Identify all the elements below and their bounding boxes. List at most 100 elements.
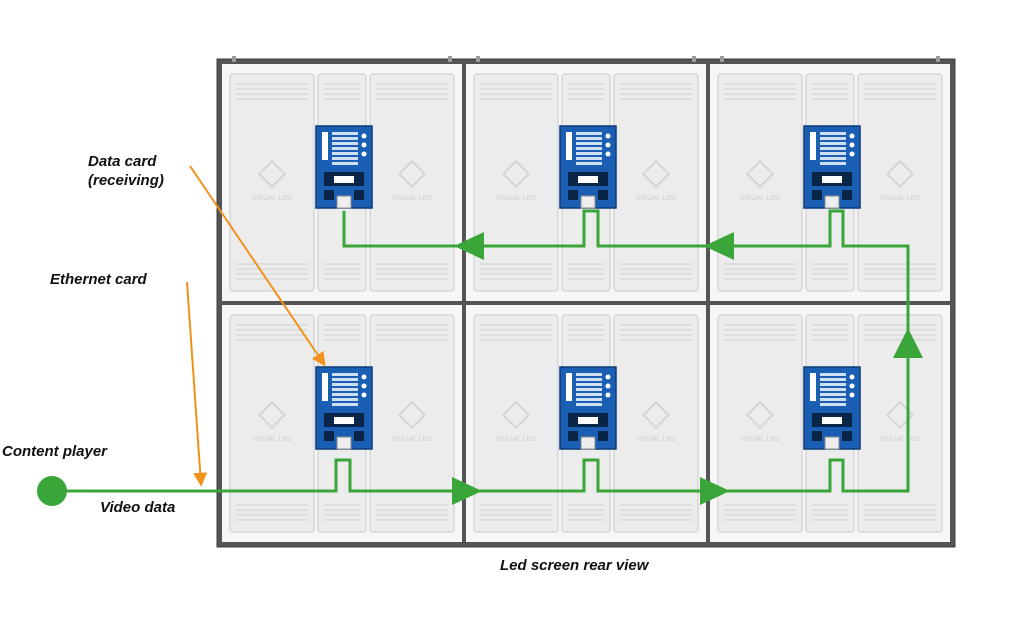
cabinet-section [229,73,315,292]
card-pin-row [332,393,358,396]
card-port [598,190,608,200]
video-data-flow [37,209,923,506]
cabinet-section [229,314,315,533]
cabinet-section [473,314,559,533]
watermark-text: VISUAL LED [740,436,780,443]
watermark-logo-icon [885,400,915,430]
watermark-text: VISUAL LED [252,436,292,443]
watermark-text: VISUAL LED [636,195,676,202]
card-led-icon [849,151,855,157]
card-pin-row [820,393,846,396]
card-pin-row [820,132,846,135]
ethernet-port-icon [824,436,840,450]
mount-bolt [936,56,940,62]
cabinet-section [717,73,803,292]
content-player-dot-icon [37,476,67,506]
card-pin-row [576,152,602,155]
card-port [324,190,334,200]
card-connector [566,373,572,401]
card-connector [566,132,572,160]
card-pin-row [576,162,602,165]
card-led-icon [605,151,611,157]
card-pin-row [332,157,358,160]
card-pin-row [576,383,602,386]
watermark-text: VISUAL LED [392,195,432,202]
card-led-icon [849,383,855,389]
card-connector [810,132,816,160]
mount-bolt [476,56,480,62]
card-led-icon [605,383,611,389]
watermark-text: VISUAL LED [880,436,920,443]
card-pin-row [332,137,358,140]
card-pin-row [576,378,602,381]
watermark-text: VISUAL LED [740,195,780,202]
card-pin-row [820,383,846,386]
cabinet-section [857,73,943,292]
ethernet-card-pointer [186,281,208,487]
card-pin-row [332,162,358,165]
card-pin-row [820,137,846,140]
card-led-icon [361,133,367,139]
card-pin-row [820,388,846,391]
card-led-icon [361,374,367,380]
card-port [354,431,364,441]
card-pin-row [576,388,602,391]
ethernet-card-label: Ethernet card [50,271,147,288]
receiving-card [803,366,861,450]
card-pin-row [576,403,602,406]
card-connector [322,373,328,401]
card-pin-row [332,388,358,391]
card-connector [810,373,816,401]
card-port [354,190,364,200]
card-pin-row [332,132,358,135]
card-led-icon [849,374,855,380]
card-port [598,431,608,441]
watermark-logo-icon [501,400,531,430]
card-port [812,431,822,441]
ethernet-port-icon [336,436,352,450]
ethernet-port-icon [336,195,352,209]
card-pin-row [820,147,846,150]
flow-arrow-up-icon [893,328,923,358]
receiving-card [315,366,373,450]
receiving-card [559,125,617,209]
card-led-icon [849,392,855,398]
card-port [324,431,334,441]
diagram-caption: Led screen rear view [500,557,649,574]
flow-arrow-right-icon [700,477,730,505]
flow-arrow-left-icon [454,232,484,260]
card-pin-row [820,403,846,406]
card-connector [322,132,328,160]
watermark-logo-icon [641,400,671,430]
card-chip-label [334,417,354,424]
card-pin-row [820,162,846,165]
data-flow-line [52,209,910,493]
cabinet-section [717,314,803,533]
card-pin-row [332,398,358,401]
card-port [568,431,578,441]
receiving-card [559,366,617,450]
watermark-text: VISUAL LED [392,436,432,443]
card-led-icon [849,142,855,148]
card-led-icon [361,151,367,157]
card-pin-row [820,373,846,376]
watermark-text: VISUAL LED [252,195,292,202]
mount-bolt [448,56,452,62]
card-pin-row [576,137,602,140]
data-card-pointer [189,165,326,367]
card-port [842,431,852,441]
video-data-label: Video data [100,499,176,516]
watermark-logo-icon [257,159,287,189]
mount-bolt [720,56,724,62]
card-pin-row [576,142,602,145]
ethernet-port-icon [580,195,596,209]
watermark-logo-icon [501,159,531,189]
watermark-logo-icon [397,400,427,430]
label-pointers [186,165,326,487]
card-chip-label [822,417,842,424]
watermark-logo-icon [745,159,775,189]
watermark-logo-icon [745,400,775,430]
receiving-card [315,125,373,209]
card-led-icon [605,392,611,398]
